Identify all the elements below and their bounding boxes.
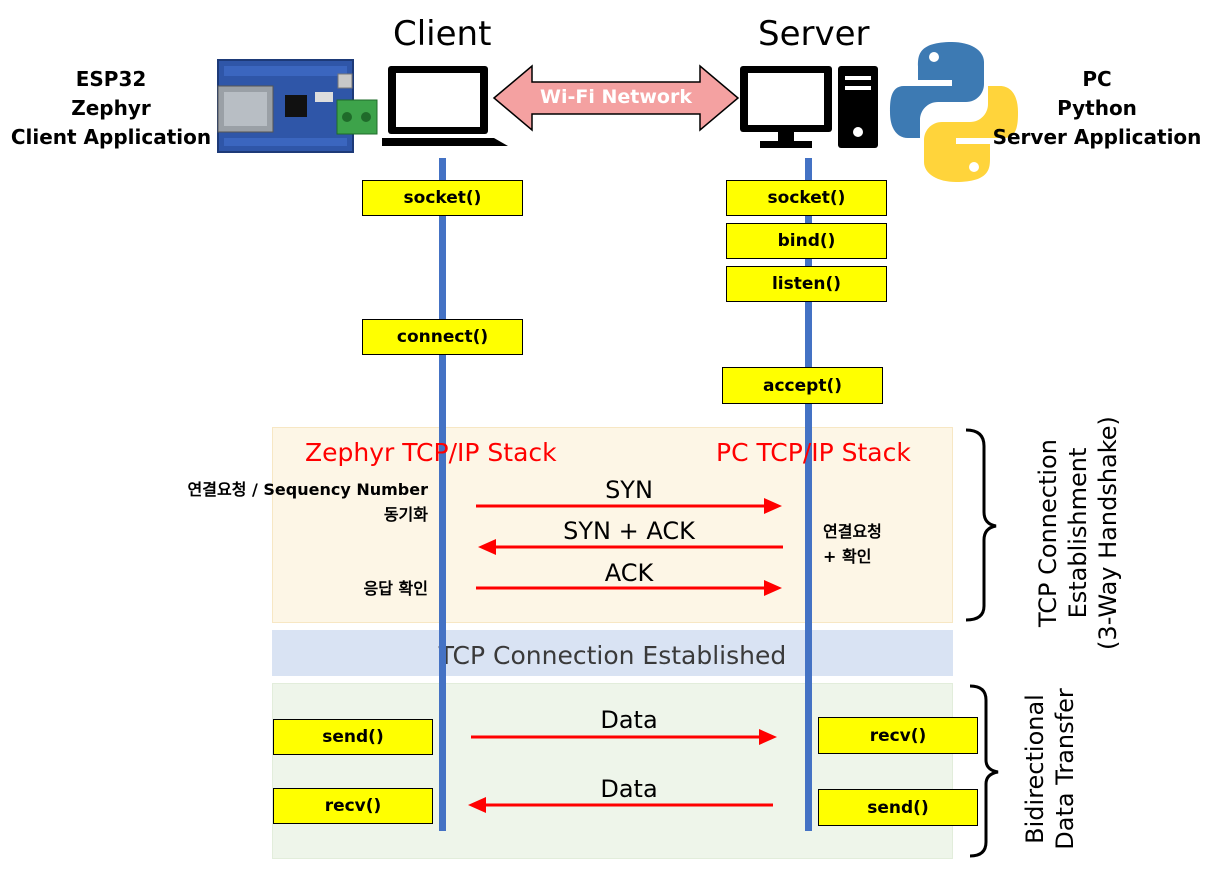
data-server-to-client-arrow: [468, 797, 773, 813]
client-socket-box: socket(): [362, 180, 523, 216]
server-side-label-line: Server Application: [992, 125, 1202, 149]
server-accept-box: accept(): [722, 367, 883, 404]
handshake-bracket-label-line: Establishment: [1064, 447, 1092, 619]
handshake-bracket-label-line: (3-Way Handshake): [1094, 416, 1122, 650]
client-side-label-line: Zephyr: [71, 96, 151, 120]
server-stack-label: PC TCP/IP Stack: [716, 438, 911, 467]
established-band: [272, 630, 953, 676]
handshake-bracket-label-line: TCP Connection: [1034, 439, 1062, 627]
server-listen-box: listen(): [726, 266, 887, 302]
server-handshake-note-line: 연결요청: [823, 522, 882, 541]
transfer-bracket: [969, 684, 999, 858]
handshake-bracket-label: TCP Connection Establishment (3-Way Hand…: [1033, 413, 1123, 653]
network-arrow: [492, 64, 740, 132]
client-handshake-note-line: 연결요청 / Sequency Number: [187, 480, 428, 499]
client-side-label-line: ESP32: [75, 67, 147, 91]
server-handshake-note: 연결요청 + 확인: [823, 519, 943, 569]
desktop-pc-icon: [740, 66, 878, 148]
server-side-label-line: Python: [1057, 96, 1137, 120]
client-handshake-note: 연결요청 / Sequency Number 동기화: [140, 477, 428, 527]
client-heading: Client: [393, 14, 492, 54]
ack-label: ACK: [604, 559, 654, 587]
transfer-region: [272, 683, 953, 859]
client-send-box: send(): [273, 719, 433, 755]
client-connect-box: connect(): [362, 319, 523, 355]
client-ack-note: 응답 확인: [363, 579, 428, 598]
client-side-label: ESP32 Zephyr Client Application: [4, 65, 218, 152]
syn-ack-arrow: [478, 539, 783, 555]
syn-arrow: [476, 498, 782, 514]
transfer-bracket-label-line: Data Transfer: [1051, 688, 1079, 850]
client-side-label-line: Client Application: [10, 125, 212, 149]
esp32-board-image: [217, 59, 378, 153]
client-handshake-note-line: 동기화: [383, 505, 428, 524]
client-lifeline: [439, 158, 446, 831]
python-logo: [890, 42, 1018, 182]
syn-label: SYN: [605, 476, 653, 504]
server-lifeline: [805, 158, 812, 831]
server-send-box: send(): [818, 789, 978, 826]
server-side-label-line: PC: [1082, 67, 1112, 91]
transfer-bracket-label-line: Bidirectional: [1021, 694, 1049, 844]
server-socket-box: socket(): [726, 180, 887, 216]
handshake-bracket: [965, 428, 997, 622]
server-recv-box: recv(): [818, 717, 978, 754]
network-label: Wi-Fi Network: [540, 86, 692, 108]
syn-ack-label: SYN + ACK: [563, 517, 695, 545]
transfer-bracket-label: Bidirectional Data Transfer: [1020, 684, 1080, 854]
client-recv-box: recv(): [273, 788, 433, 824]
server-bind-box: bind(): [726, 223, 887, 259]
server-heading: Server: [758, 14, 870, 54]
data-label-downstream: Data: [600, 775, 658, 803]
client-stack-label: Zephyr TCP/IP Stack: [305, 438, 557, 467]
server-side-label: PC Python Server Application: [988, 65, 1206, 152]
server-handshake-note-line: + 확인: [823, 547, 872, 566]
established-label: TCP Connection Established: [438, 641, 787, 670]
data-client-to-server-arrow: [471, 729, 777, 745]
laptop-icon: [382, 66, 508, 146]
ack-arrow: [476, 580, 782, 596]
handshake-region: [272, 427, 953, 623]
data-label-upstream: Data: [600, 706, 658, 734]
